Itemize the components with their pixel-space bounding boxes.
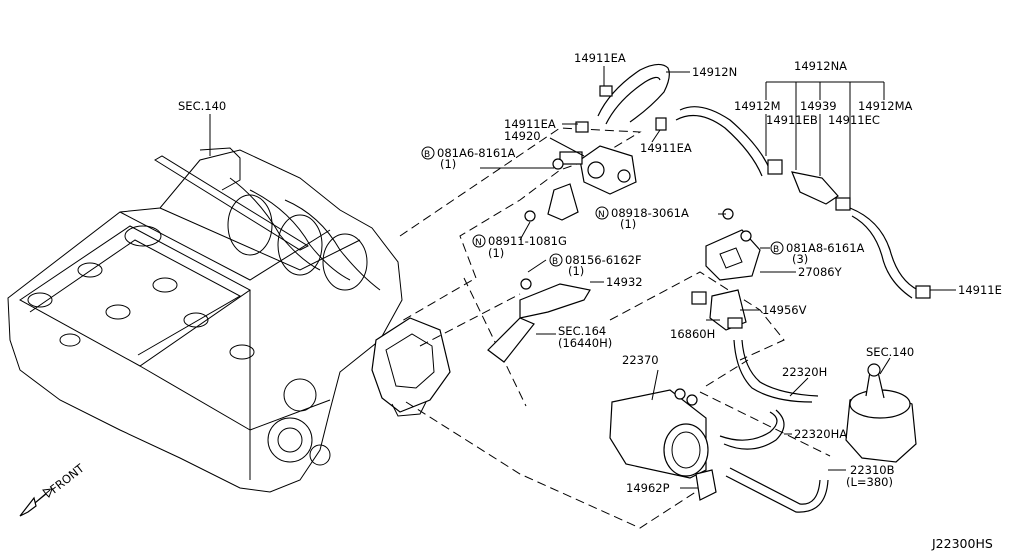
- callout-08156-qty: (1): [568, 264, 584, 278]
- purge-valve-14920: [559, 145, 637, 195]
- callout-081A8-6161A: 081A8-6161A: [786, 241, 865, 255]
- callout-22310B-length: (L=380): [846, 475, 893, 489]
- bolt-marker-label: B: [552, 257, 558, 267]
- callout-14911EA-3: 14911EA: [640, 141, 692, 155]
- callout-081A6-qty: (1): [440, 157, 456, 171]
- bolt-marker-label: B: [773, 245, 779, 255]
- callout-08911-qty: (1): [488, 246, 504, 260]
- callout-22310B: 22310B: [850, 463, 895, 477]
- bracket-27086Y: [705, 208, 761, 281]
- clip-14911EA-1: [599, 85, 613, 97]
- callout-22370: 22370: [622, 353, 659, 367]
- nut-marker-icon: [595, 206, 609, 220]
- nut-marker-label: N: [598, 210, 605, 220]
- clip-14911EC: [835, 197, 851, 211]
- callout-sec140-top: SEC.140: [178, 99, 226, 113]
- bolt-marker-icon: [421, 146, 435, 160]
- engine-block-illustration: [7, 147, 451, 493]
- callout-sec164: SEC.164: [558, 324, 606, 338]
- callout-14911EA-1: 14911EA: [574, 51, 626, 65]
- callout-14911EA-2: 14911EA: [504, 117, 556, 131]
- callout-14912N: 14912N: [692, 65, 737, 79]
- nut-marker-icon: [472, 234, 486, 248]
- bolt-marker-icon: [549, 253, 563, 267]
- bracket-14920: [547, 183, 579, 221]
- callout-08918-qty: (1): [620, 217, 636, 231]
- callout-27086Y: 27086Y: [798, 265, 843, 279]
- bolt-marker-label: B: [424, 150, 430, 160]
- callout-14912MA: 14912MA: [858, 99, 913, 113]
- bolt-marker-icon: [770, 241, 784, 255]
- callout-14911E: 14911E: [958, 283, 1002, 297]
- callout-14962P: 14962P: [626, 481, 670, 495]
- callout-081A8-qty: (3): [792, 252, 808, 266]
- clip-14911E: [915, 285, 931, 299]
- callout-14939: 14939: [800, 99, 837, 113]
- callout-14911EB: 14911EB: [766, 113, 818, 127]
- callout-22320HA: 22320HA: [794, 427, 847, 441]
- callout-081A6-8161A: 081A6-8161A: [437, 146, 516, 160]
- callout-sec140-right: SEC.140: [866, 345, 914, 359]
- bolt-icon: [552, 158, 564, 170]
- diagram-id: J22300HS: [931, 536, 993, 551]
- callout-16860H: 16860H: [670, 327, 715, 341]
- callout-14920: 14920: [504, 129, 541, 143]
- callout-08156-6162F: 08156-6162F: [565, 253, 642, 267]
- clip-14911EA-2: [575, 121, 589, 133]
- nut-icon: [524, 210, 536, 222]
- clip-14911EB: [767, 159, 783, 175]
- callout-22320H: 22320H: [782, 365, 827, 379]
- assembly-outline-canister: [399, 127, 642, 323]
- callout-sec164-sub: (16440H): [558, 336, 612, 350]
- actuator-sec140: [845, 363, 917, 463]
- front-arrow: [19, 488, 53, 517]
- callout-14932: 14932: [606, 275, 643, 289]
- callout-14911EC: 14911EC: [828, 113, 880, 127]
- clip-14962P: [695, 469, 717, 501]
- callout-08918-3061A: 08918-3061A: [611, 206, 689, 220]
- bracket-14932: [487, 278, 591, 363]
- leader-lines: [209, 66, 956, 489]
- callout-14912M: 14912M: [734, 99, 781, 113]
- callout-14912NA: 14912NA: [794, 59, 847, 73]
- nut-marker-label: N: [475, 238, 482, 248]
- solenoid-14956V: [691, 289, 747, 331]
- front-label: FRONT: [47, 461, 87, 497]
- clip-14911EA-3: [655, 117, 667, 131]
- canister-22370: [609, 388, 709, 479]
- callout-08911-1081G: 08911-1081G: [488, 234, 567, 248]
- tee-14939: [791, 171, 839, 205]
- callout-14956V: 14956V: [762, 303, 807, 317]
